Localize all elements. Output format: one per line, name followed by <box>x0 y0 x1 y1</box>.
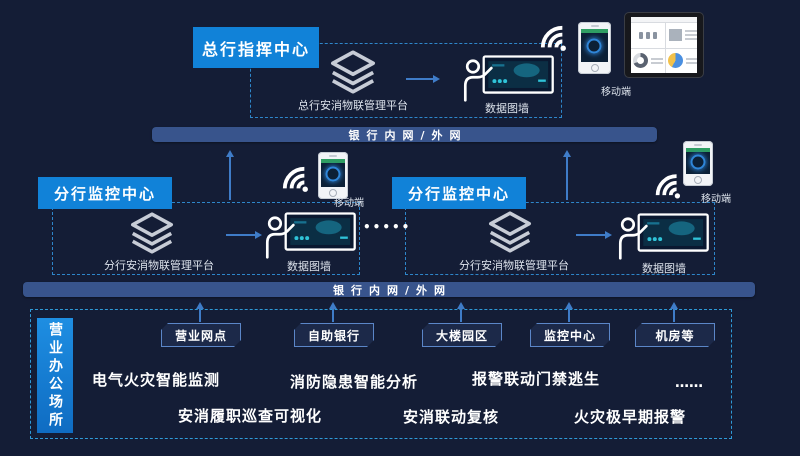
hq-datawall-caption: 数据图墙 <box>485 102 529 115</box>
branch-right-platform-caption: 分行安消物联管理平台 <box>459 259 569 272</box>
feature-alarm-linked-access-escape: 报警联动门禁逃生 <box>471 370 601 388</box>
flow-arrow <box>576 231 612 239</box>
uplink-arrow <box>226 150 234 200</box>
feature-linked-recheck: 安消联动复核 <box>402 408 500 426</box>
uplink-arrow <box>329 302 337 322</box>
datawall-icon <box>618 213 709 260</box>
hq-platform-caption: 总行安消物联管理平台 <box>298 99 408 112</box>
hq-group-outline <box>250 43 562 118</box>
branch-left-title-box: 分行监控中心 <box>38 177 172 209</box>
tag-business-outlet: 营业网点 <box>161 323 241 347</box>
premises-side-label: 营业办公场所 <box>37 318 73 433</box>
feature-ellipsis: …… <box>675 375 703 391</box>
feature-electrical-fire-monitoring: 电气火灾智能监测 <box>91 371 221 389</box>
wifi-icon <box>540 25 566 51</box>
network-band-bottom: 银行内网/外网 <box>23 282 755 297</box>
feature-very-early-fire-alarm: 火灾极早期报警 <box>573 408 687 426</box>
tag-monitoring-center: 监控中心 <box>530 323 610 347</box>
uplink-arrow <box>565 302 573 322</box>
wifi-icon <box>282 166 308 192</box>
tag-self-service-bank: 自助银行 <box>294 323 374 347</box>
layers-icon <box>131 212 173 254</box>
uplink-arrow <box>457 302 465 322</box>
premises-outline <box>30 309 732 439</box>
phone-screen <box>580 29 609 62</box>
tag-machine-room: 机房等 <box>635 323 715 347</box>
hq-mobile-caption: 移动端 <box>601 87 631 98</box>
pie-chart-icon <box>668 53 683 69</box>
branch-left-datawall-caption: 数据图墙 <box>287 260 331 273</box>
datawall-icon <box>265 212 356 259</box>
phone-icon <box>578 22 611 74</box>
flow-arrow <box>406 75 440 83</box>
branch-right-datawall-caption: 数据图墙 <box>642 262 686 275</box>
layers-icon <box>489 211 531 253</box>
tablet-icon <box>625 13 703 77</box>
phone-speaker <box>590 25 599 27</box>
branch-right-mobile-caption: 移动端 <box>701 194 731 205</box>
uplink-arrow <box>196 302 204 322</box>
flow-arrow <box>226 231 262 239</box>
branch-left-mobile-caption: 移动端 <box>334 198 364 209</box>
datawall-icon <box>463 55 554 102</box>
network-band-top: 银行内网/外网 <box>152 127 657 142</box>
phone-home-button <box>590 64 599 72</box>
branch-ellipsis: ••••• <box>363 220 412 234</box>
hq-command-center-box: 总行指挥中心 <box>193 27 319 68</box>
wifi-icon <box>655 174 681 199</box>
donut-chart-icon <box>633 53 648 69</box>
branch-left-outline <box>52 202 360 275</box>
phone-icon <box>683 141 713 186</box>
branch-right-outline <box>405 202 715 275</box>
feature-duty-inspection-visualization: 安消履职巡查可视化 <box>177 407 323 425</box>
branch-right-title-box: 分行监控中心 <box>392 177 526 209</box>
layers-icon <box>331 50 375 94</box>
feature-fire-hazard-analysis: 消防隐患智能分析 <box>289 373 419 391</box>
uplink-arrow <box>563 150 571 200</box>
tag-building-campus: 大楼园区 <box>422 323 502 347</box>
phone-icon <box>318 152 348 199</box>
branch-left-platform-caption: 分行安消物联管理平台 <box>104 259 214 272</box>
uplink-arrow <box>670 302 678 322</box>
